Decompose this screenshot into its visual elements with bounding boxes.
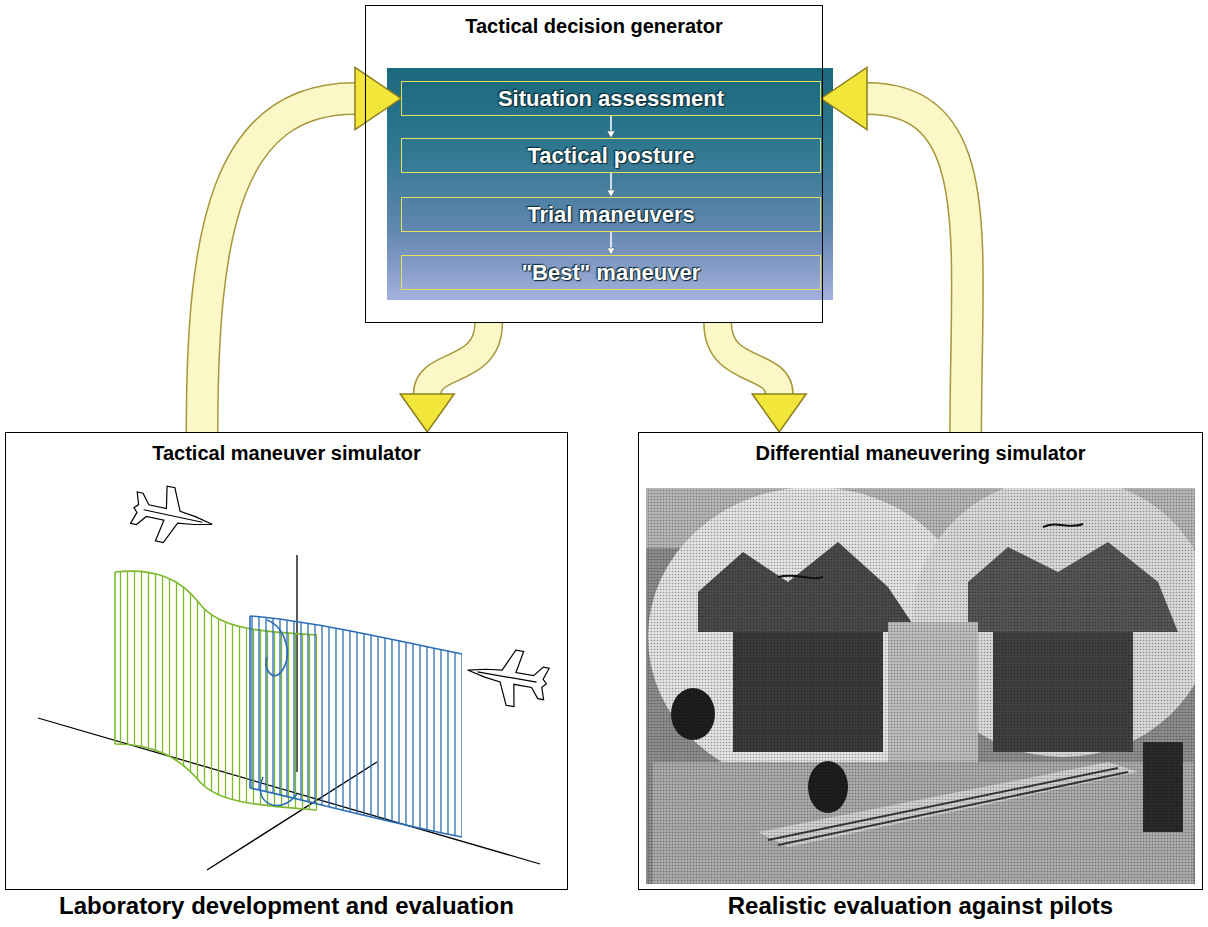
jet-icon: [128, 480, 218, 551]
arrowhead: [607, 248, 615, 255]
arrowhead: [400, 394, 454, 432]
arrow-body-outline: [867, 99, 967, 433]
box-caption: Realistic evaluation against pilots: [728, 891, 1113, 920]
step-band: Situation assessment: [401, 81, 821, 116]
step-band: Trial maneuvers: [401, 197, 821, 232]
generator-box: Tactical decision generatorSituation ass…: [365, 5, 823, 323]
step-label: "Best" maneuver: [522, 260, 701, 286]
arrowhead: [355, 68, 401, 130]
photo-content: [646, 488, 1195, 884]
trajectory-plot: [5, 432, 568, 890]
flow-arrow: [821, 68, 967, 433]
simulator-box: Tactical maneuver simulatorLaboratory de…: [5, 432, 568, 890]
caption-holder: Laboratory development and evaluation: [0, 891, 587, 920]
arrow-body: [202, 99, 355, 433]
step-band: "Best" maneuver: [401, 255, 821, 290]
arrow-body-outline: [427, 323, 488, 394]
caption-holder: Realistic evaluation against pilots: [619, 891, 1208, 920]
step-arrow: [607, 116, 615, 138]
flow-arrow: [718, 323, 807, 432]
step-label: Situation assessment: [498, 86, 724, 112]
step-band: Tactical posture: [401, 138, 821, 173]
box-caption: Laboratory development and evaluation: [59, 891, 514, 920]
arrow-body-outline: [202, 99, 355, 433]
arrow-body-outline: [718, 323, 780, 394]
simulator-box: Differential maneuvering simulatorRealis…: [638, 432, 1203, 890]
step-label: Tactical posture: [527, 143, 694, 169]
arrowhead: [752, 394, 806, 432]
arrow-line: [610, 116, 612, 131]
jet-icon: [463, 642, 552, 711]
step-label: Trial maneuvers: [527, 202, 695, 228]
axes: [38, 555, 540, 870]
box-title: Tactical decision generator: [366, 6, 822, 38]
arrowhead: [821, 68, 867, 130]
step-arrow: [607, 173, 615, 197]
arrow-line: [610, 173, 612, 190]
simulator-photo: [638, 432, 1203, 890]
arrowhead: [607, 131, 615, 138]
arrow-body: [718, 323, 780, 394]
step-arrow: [607, 232, 615, 255]
box-title: Differential maneuvering simulator: [639, 433, 1202, 465]
arrowhead: [607, 190, 615, 197]
arrow-body: [427, 323, 488, 394]
arrow-line: [610, 232, 612, 248]
arrow-body: [867, 99, 967, 433]
box-title: Tactical maneuver simulator: [6, 433, 567, 465]
blue-trajectory: [250, 616, 462, 837]
flow-arrow: [400, 323, 488, 432]
flow-arrow: [202, 68, 401, 433]
